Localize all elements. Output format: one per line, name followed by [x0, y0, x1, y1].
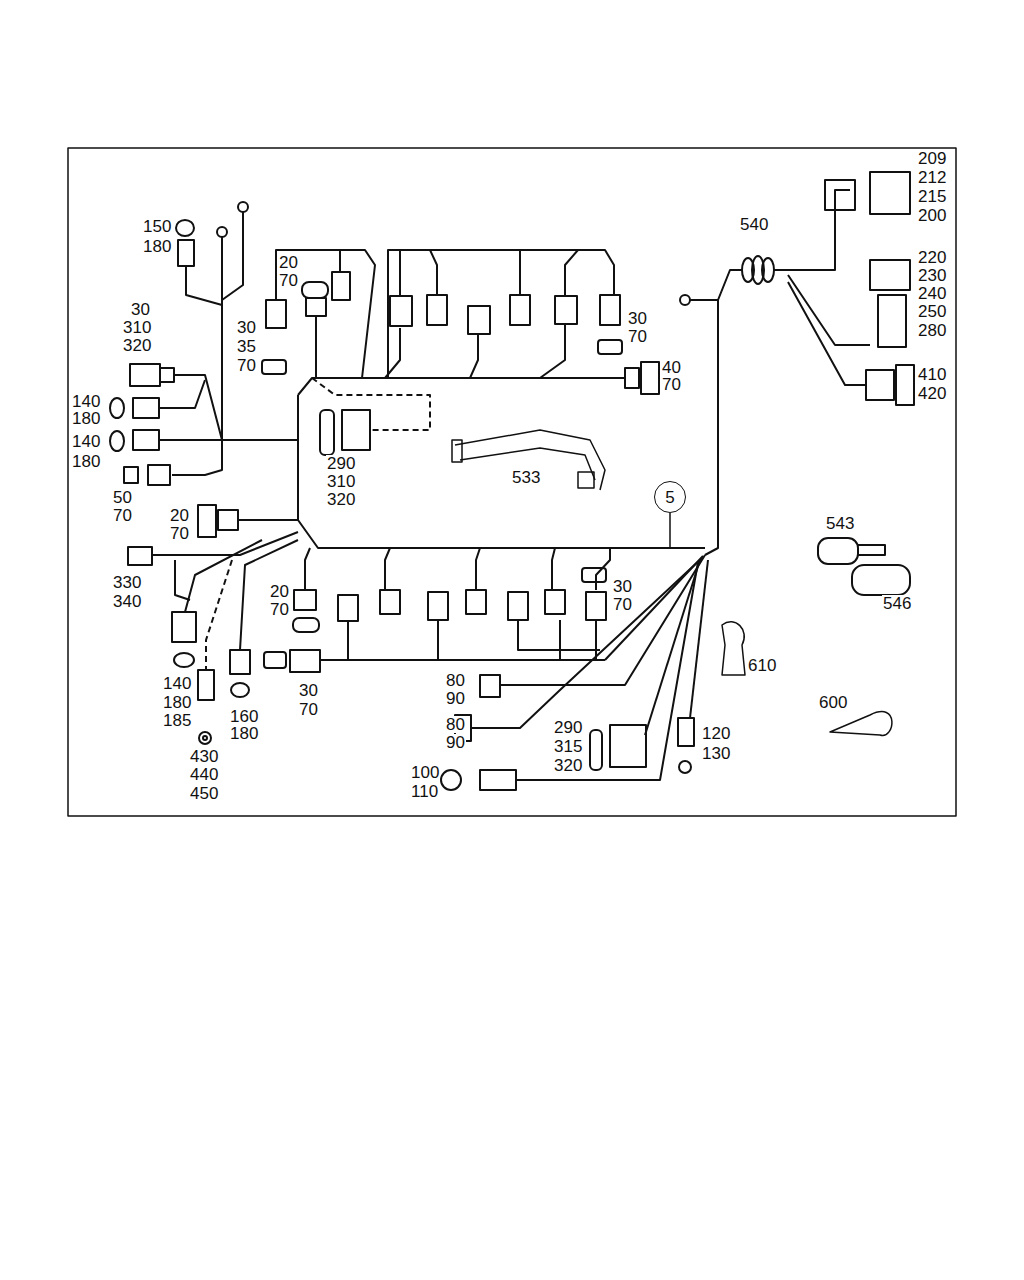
- callout-number: 40: [661, 359, 682, 376]
- callout-number: 35: [236, 338, 257, 355]
- callout-number: 610: [747, 657, 777, 674]
- callout-number: 70: [269, 601, 290, 618]
- callout-number: 200: [917, 207, 947, 224]
- callout-number: 450: [189, 785, 219, 802]
- callout-number: 209: [917, 150, 947, 167]
- callout-number: 310: [122, 319, 152, 336]
- callout-number: 150: [142, 218, 172, 235]
- callout-number: 230: [917, 267, 947, 284]
- callout-number: 70: [112, 507, 133, 524]
- callout-number: 30: [130, 301, 151, 318]
- callout-number: 420: [917, 385, 947, 402]
- callout-number: 185: [162, 712, 192, 729]
- callout-number: 130: [701, 745, 731, 762]
- callout-number: 240: [917, 285, 947, 302]
- callout-number: 70: [169, 525, 190, 542]
- callout-number: 120: [701, 725, 731, 742]
- callout-number: 30: [236, 319, 257, 336]
- callout-number: 180: [71, 453, 101, 470]
- callout-number: 140: [162, 675, 192, 692]
- callout-number: 30: [298, 682, 319, 699]
- callout-number: 70: [612, 596, 633, 613]
- callout-number: 90: [445, 734, 466, 751]
- callout-number: 533: [511, 469, 541, 486]
- callout-number: 330: [112, 574, 142, 591]
- callout-number: 410: [917, 366, 947, 383]
- callout-number: 540: [739, 216, 769, 233]
- callout-number: 20: [278, 254, 299, 271]
- callout-number: 5: [665, 489, 674, 506]
- callout-number: 180: [229, 725, 259, 742]
- callout-number: 90: [445, 690, 466, 707]
- callout-number: 100: [410, 764, 440, 781]
- callout-number: 310: [326, 473, 356, 490]
- callout-number: 110: [410, 783, 439, 800]
- callout-number: 180: [71, 410, 101, 427]
- callout-circle: 5: [654, 481, 686, 513]
- callout-number: 50: [112, 489, 133, 506]
- callout-number: 600: [818, 694, 848, 711]
- callout-number: 212: [917, 169, 947, 186]
- callout-number: 140: [71, 433, 101, 450]
- callout-number: 320: [553, 757, 583, 774]
- callout-number: 315: [553, 738, 583, 755]
- callout-number: 20: [269, 583, 290, 600]
- callout-number: 340: [112, 593, 142, 610]
- callout-number: 290: [326, 455, 356, 472]
- callout-number: 280: [917, 322, 947, 339]
- callout-number: 80: [445, 716, 466, 733]
- callout-number: 250: [917, 303, 947, 320]
- callout-number: 140: [71, 393, 101, 410]
- callout-number: 320: [326, 491, 356, 508]
- callout-number: 70: [661, 376, 682, 393]
- callout-number: 546: [882, 595, 912, 612]
- callout-number: 70: [298, 701, 319, 718]
- callout-number: 70: [278, 272, 299, 289]
- callout-number: 220: [917, 249, 947, 266]
- callout-number: 70: [236, 357, 257, 374]
- callout-number: 180: [162, 694, 192, 711]
- callout-number: 30: [612, 578, 633, 595]
- callout-number: 430: [189, 748, 219, 765]
- callout-number: 543: [825, 515, 855, 532]
- callout-number: 30: [627, 310, 648, 327]
- callout-number: 70: [627, 328, 648, 345]
- callout-number: 215: [917, 188, 947, 205]
- callout-number: 440: [189, 766, 219, 783]
- callout-number: 20: [169, 507, 190, 524]
- callout-number: 290: [553, 719, 583, 736]
- callout-number: 320: [122, 337, 152, 354]
- callout-number: 180: [142, 238, 172, 255]
- callout-number: 160: [229, 708, 259, 725]
- callout-number: 80: [445, 672, 466, 689]
